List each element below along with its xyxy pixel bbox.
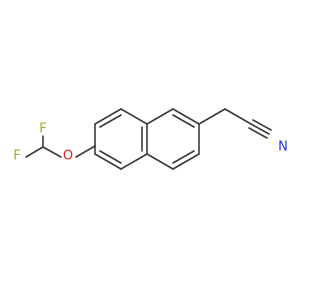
bond-cn-triple-1 (250, 123, 270, 135)
bond-c-o (42, 146, 62, 158)
bond-ring-9-double (172, 114, 195, 128)
bond-ring-ch2 (198, 108, 226, 125)
bond-cn-triple-2 (252, 119, 272, 131)
bond-ring-5 (120, 153, 148, 170)
bond-ring-6 (94, 153, 122, 170)
bond-ring-11-double (172, 150, 195, 164)
bond-ring-12 (146, 153, 174, 170)
bond-o-ring (75, 145, 96, 158)
atom-n: N (278, 140, 288, 155)
bond-cf-lower (25, 146, 44, 158)
bond-ring-11 (172, 153, 200, 170)
bond-cn-triple-3 (248, 127, 268, 139)
molecule-structure: F F O N (13, 108, 288, 170)
bond-ring-2 (94, 108, 122, 125)
atom-o: O (63, 149, 73, 164)
bonds (25, 108, 272, 170)
bond-ch2-cn (224, 108, 252, 125)
atom-f-lower: F (13, 149, 20, 164)
bond-ring-8 (146, 108, 174, 125)
bond-ring-6-double (99, 150, 122, 164)
bond-ring-3 (120, 108, 148, 125)
atom-f-upper: F (39, 122, 46, 137)
structure-canvas: F F O N (13, 108, 288, 170)
bond-ring-9 (172, 108, 200, 125)
atom-labels: F F O N (13, 122, 288, 164)
bond-ring-2-double (99, 114, 122, 128)
